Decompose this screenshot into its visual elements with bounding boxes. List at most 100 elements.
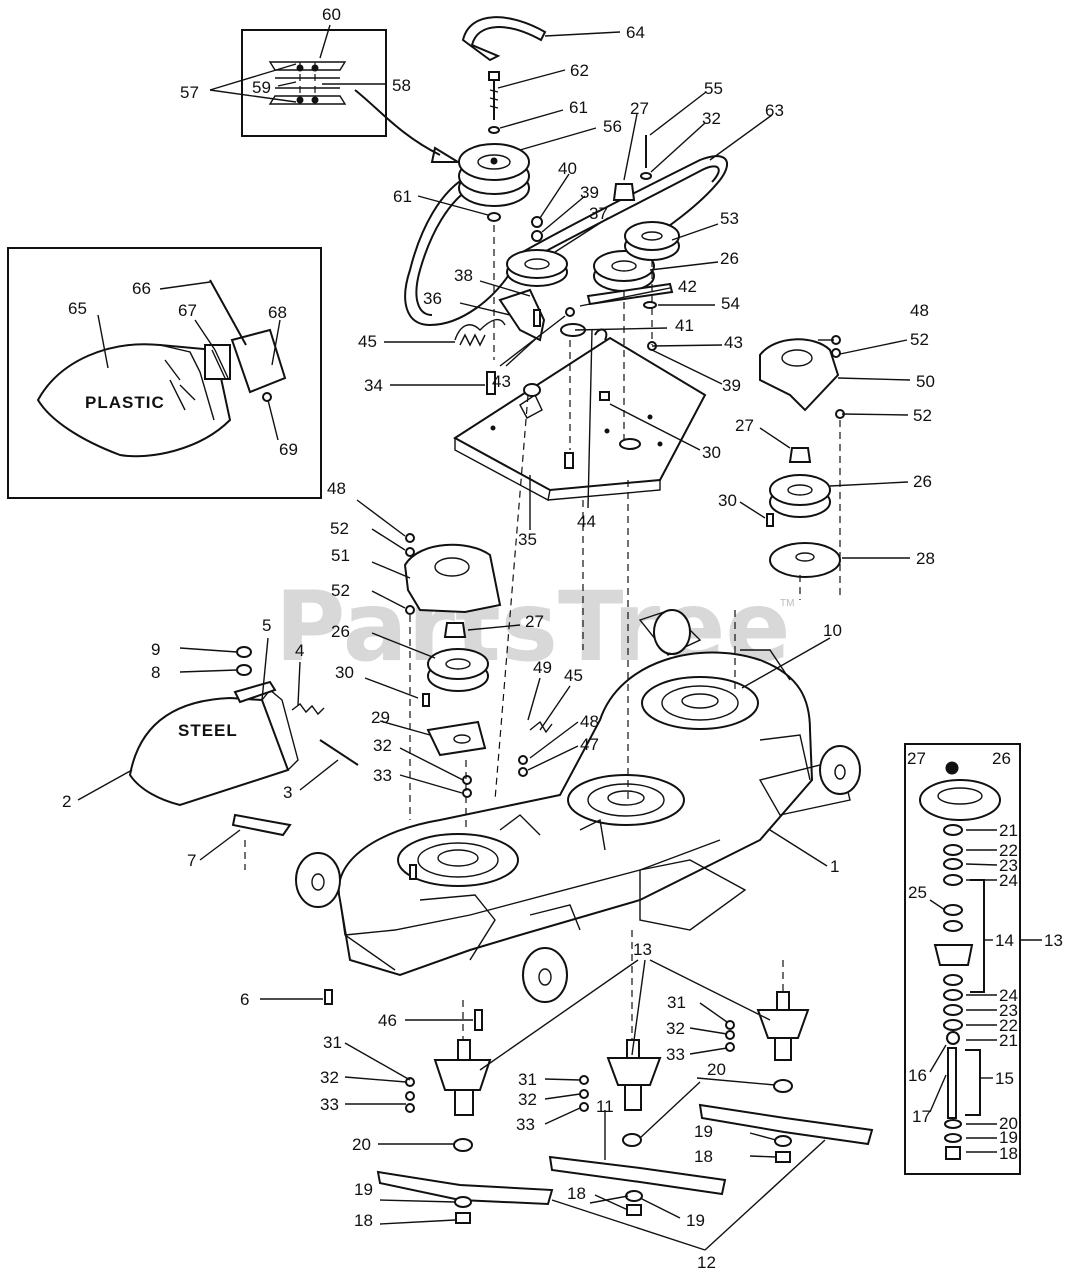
callout-69: 69 xyxy=(279,440,298,459)
callout-46: 46 xyxy=(378,1011,397,1030)
leader-lines xyxy=(77,24,1042,1251)
pulley-cover-51 xyxy=(403,533,502,615)
callout-33: 33 xyxy=(320,1095,339,1114)
mower-deck-1 xyxy=(337,609,851,977)
belt-64 xyxy=(461,16,547,62)
callout-63: 63 xyxy=(765,101,784,120)
callout-32: 32 xyxy=(320,1068,339,1087)
callout-44: 44 xyxy=(577,512,596,531)
callout-26: 26 xyxy=(992,749,1011,768)
callout-6: 6 xyxy=(240,990,249,1009)
assembly-lines xyxy=(244,225,841,1040)
callout-55: 55 xyxy=(704,79,723,98)
callout-19: 19 xyxy=(354,1180,373,1199)
callout-32: 32 xyxy=(702,109,721,128)
callout-34: 34 xyxy=(364,376,383,395)
callout-3: 3 xyxy=(283,783,292,802)
callout-31: 31 xyxy=(518,1070,537,1089)
callout-23: 23 xyxy=(999,856,1018,875)
callout-9: 9 xyxy=(151,640,160,659)
main-pulley-56 xyxy=(458,143,530,207)
callout-20: 20 xyxy=(352,1135,371,1154)
spindle-center xyxy=(606,1039,662,1147)
callout-37: 37 xyxy=(589,204,608,223)
callout-48: 48 xyxy=(910,301,929,320)
steel-label: STEEL xyxy=(178,721,238,740)
callout-58: 58 xyxy=(392,76,411,95)
callout-18: 18 xyxy=(567,1184,586,1203)
callout-5: 5 xyxy=(262,616,271,635)
callout-39: 39 xyxy=(580,183,599,202)
callout-60: 60 xyxy=(322,5,341,24)
callout-42: 42 xyxy=(678,277,697,296)
callout-30: 30 xyxy=(335,663,354,682)
callout-31: 31 xyxy=(323,1033,342,1052)
callout-28: 28 xyxy=(916,549,935,568)
callout-64: 64 xyxy=(626,23,645,42)
callout-52: 52 xyxy=(910,330,929,349)
callout-31: 31 xyxy=(667,993,686,1012)
mounting-plate-35 xyxy=(453,336,707,502)
pulley-cover-50 xyxy=(759,335,845,419)
blades xyxy=(376,1103,874,1224)
callout-labels: 60 57 59 58 64 62 61 56 61 27 55 32 63 4… xyxy=(62,5,1063,1272)
callout-13: 13 xyxy=(633,940,652,959)
callout-49: 49 xyxy=(533,658,552,677)
callout-25: 25 xyxy=(908,883,927,902)
callout-38: 38 xyxy=(454,266,473,285)
callout-50: 50 xyxy=(916,372,935,391)
callout-27: 27 xyxy=(735,416,754,435)
callout-13: 13 xyxy=(1044,931,1063,950)
callout-22: 22 xyxy=(999,841,1018,860)
callout-33: 33 xyxy=(516,1115,535,1134)
callout-10: 10 xyxy=(823,621,842,640)
callout-19: 19 xyxy=(999,1128,1018,1147)
callout-68: 68 xyxy=(268,303,287,322)
callout-35: 35 xyxy=(518,530,537,549)
callout-56: 56 xyxy=(603,117,622,136)
pulley-37 xyxy=(506,216,568,287)
callout-66: 66 xyxy=(132,279,151,298)
callout-20: 20 xyxy=(999,1114,1018,1133)
callout-4: 4 xyxy=(295,641,304,660)
callout-41: 41 xyxy=(675,316,694,335)
pulley-assembly-right xyxy=(766,447,841,578)
callout-21: 21 xyxy=(999,821,1018,840)
callout-26: 26 xyxy=(720,249,739,268)
callout-12: 12 xyxy=(697,1253,716,1272)
callout-48: 48 xyxy=(580,712,599,731)
callout-18: 18 xyxy=(354,1211,373,1230)
callout-65: 65 xyxy=(68,299,87,318)
callout-43: 43 xyxy=(492,372,511,391)
callout-32: 32 xyxy=(518,1090,537,1109)
callout-21: 21 xyxy=(999,1031,1018,1050)
callout-47: 47 xyxy=(580,735,599,754)
callout-18: 18 xyxy=(694,1147,713,1166)
callout-26: 26 xyxy=(331,622,350,641)
callout-11: 11 xyxy=(596,1097,614,1116)
callout-52: 52 xyxy=(330,519,349,538)
spindle-detail-inset xyxy=(904,743,1021,1175)
callout-20: 20 xyxy=(707,1060,726,1079)
callout-32: 32 xyxy=(666,1019,685,1038)
callout-39: 39 xyxy=(722,376,741,395)
plastic-label: PLASTIC xyxy=(85,393,165,412)
callout-62: 62 xyxy=(570,61,589,80)
callout-33: 33 xyxy=(373,766,392,785)
callout-30: 30 xyxy=(718,491,737,510)
callout-17: 17 xyxy=(912,1107,931,1126)
callout-45: 45 xyxy=(358,332,377,351)
callout-19: 19 xyxy=(686,1211,705,1230)
callout-24: 24 xyxy=(999,986,1018,1005)
bracket-38 xyxy=(454,288,546,347)
pulley-26-upper xyxy=(593,183,655,292)
callout-8: 8 xyxy=(151,663,160,682)
callout-27: 27 xyxy=(525,612,544,631)
grass-chute-plastic-inset: PLASTIC xyxy=(7,247,322,499)
idler-arm-42 xyxy=(560,282,674,351)
bolt-62 xyxy=(487,71,501,222)
pulley-53 xyxy=(624,135,680,261)
callout-48: 48 xyxy=(327,479,346,498)
